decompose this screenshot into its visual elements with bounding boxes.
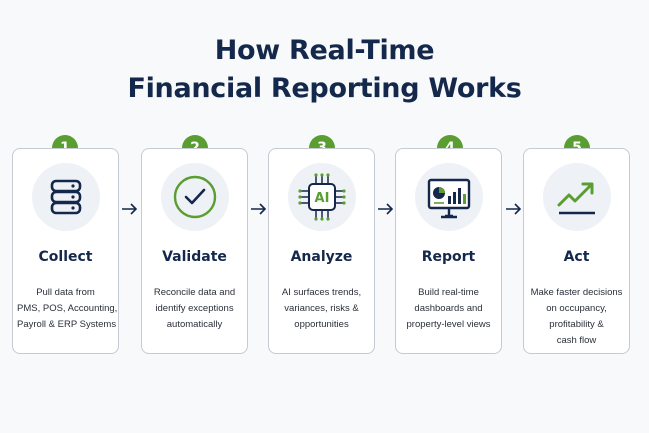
icon-circle xyxy=(415,163,483,231)
step-title: Collect xyxy=(38,249,93,265)
icon-circle xyxy=(32,163,100,231)
title-line-2: Financial Reporting Works xyxy=(127,73,522,104)
step-title: Report xyxy=(421,249,476,265)
step-description: Reconcile data and identify exceptions a… xyxy=(146,285,243,333)
step-card-analyze: AI Analyze AI surfaces trends, variances… xyxy=(268,148,375,354)
desc-line: Pull data from xyxy=(36,287,95,298)
desc-line: profitability & xyxy=(549,319,604,330)
desc-line: PMS, POS, Accounting, xyxy=(17,303,118,314)
desc-line: dashboards and xyxy=(414,303,483,314)
desc-line: Make faster decisions xyxy=(530,287,623,298)
desc-line: property-level views xyxy=(406,319,491,330)
step-title: Act xyxy=(563,249,590,265)
ai-chip-icon: AI xyxy=(298,173,346,221)
desc-line: on occupancy, xyxy=(546,303,607,314)
icon-circle xyxy=(161,163,229,231)
database-icon xyxy=(50,179,82,215)
arrow-right-icon xyxy=(378,203,394,215)
title-line-1: How Real-Time xyxy=(214,35,435,66)
step-description: Pull data from PMS, POS, Accounting, Pay… xyxy=(17,285,118,333)
step-card-act: Act Make faster decisions on occupancy, … xyxy=(523,148,630,354)
step-description: AI surfaces trends, variances, risks & o… xyxy=(273,285,370,333)
step-card-report: Report Build real-time dashboards and pr… xyxy=(395,148,502,354)
desc-line: Build real-time xyxy=(418,287,479,298)
desc-line: cash flow xyxy=(556,335,597,346)
arrow-right-icon xyxy=(251,203,267,215)
trend-up-icon xyxy=(557,182,595,215)
desc-line: Payroll & ERP Systems xyxy=(17,319,117,330)
desc-line: identify exceptions xyxy=(155,303,234,314)
dashboard-monitor-icon xyxy=(427,178,471,219)
step-description: Build real-time dashboards and property-… xyxy=(400,285,497,333)
icon-circle xyxy=(543,163,611,231)
desc-line: AI surfaces trends, xyxy=(281,287,362,298)
desc-line: automatically xyxy=(166,319,223,330)
step-card-validate: Validate Reconcile data and identify exc… xyxy=(141,148,248,354)
desc-line: variances, risks & xyxy=(284,303,359,314)
desc-line: opportunities xyxy=(294,319,349,330)
page-title: How Real-Time Financial Reporting Works xyxy=(0,32,649,108)
ai-chip-label: AI xyxy=(315,191,330,206)
icon-circle: AI xyxy=(288,163,356,231)
desc-line: Reconcile data and xyxy=(153,287,236,298)
step-title: Analyze xyxy=(290,249,353,265)
step-description: Make faster decisions on occupancy, prof… xyxy=(528,285,625,349)
arrow-right-icon xyxy=(506,203,522,215)
arrow-right-icon xyxy=(122,203,138,215)
step-card-collect: Collect Pull data from PMS, POS, Account… xyxy=(12,148,119,354)
check-circle-icon xyxy=(173,175,217,219)
step-title: Validate xyxy=(162,249,227,265)
